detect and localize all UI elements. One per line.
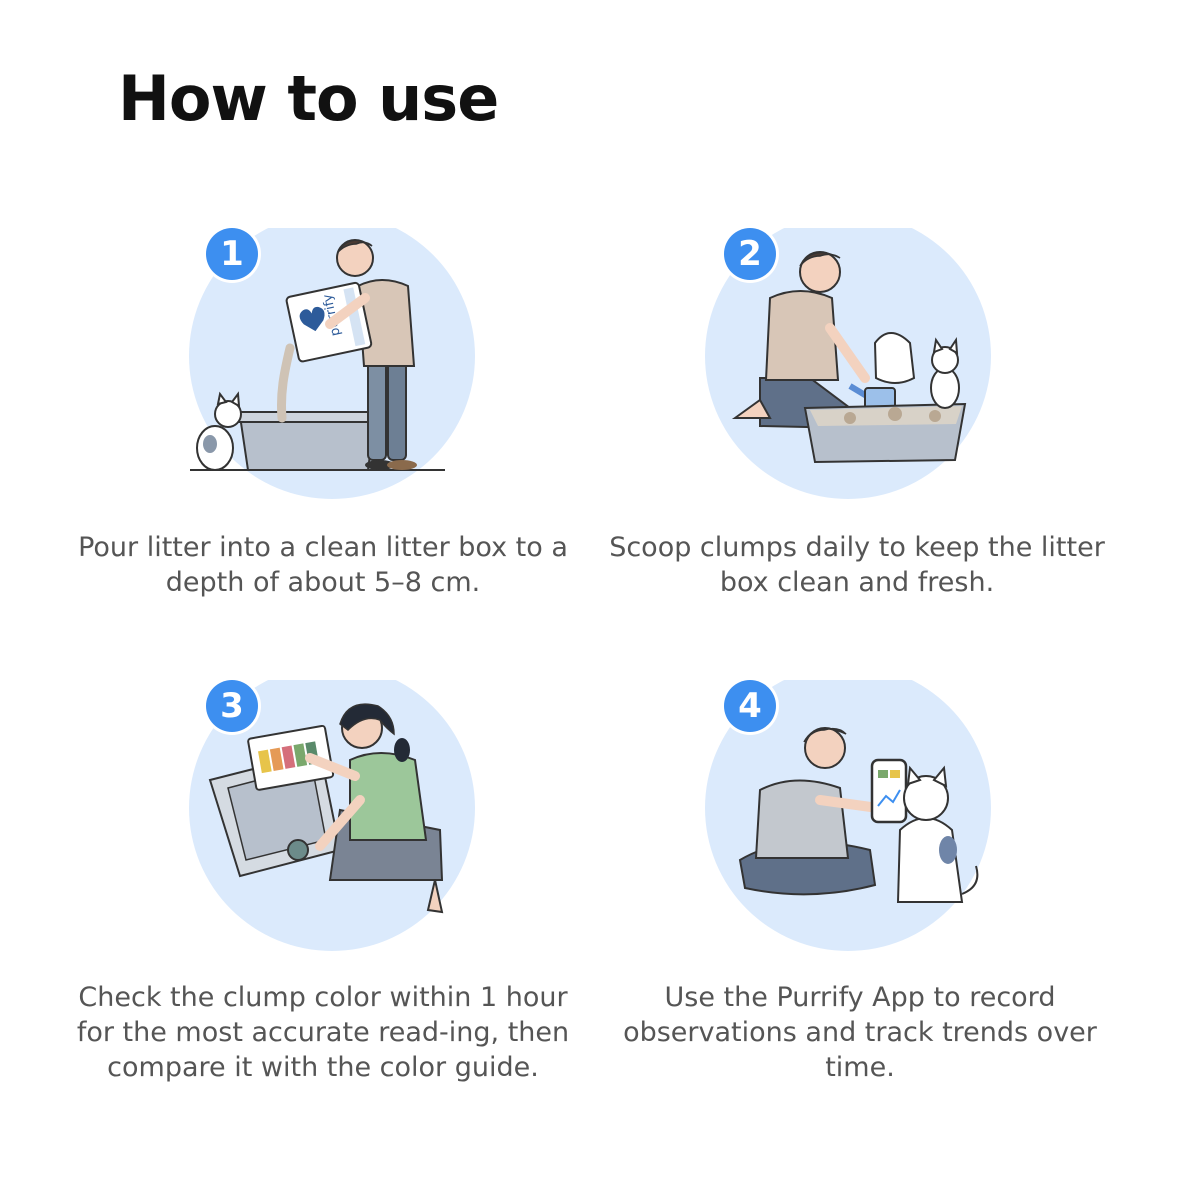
step-2-badge: 2 [724,228,776,280]
step-4-description: Use the Purrify App to record observatio… [623,982,1097,1083]
cat [196,391,242,471]
color-guide-card [247,724,335,791]
step-3-badge: 3 [206,680,258,732]
step-1-description: Pour litter into a clean litter box to a… [78,532,568,598]
step-3-illustration [189,680,475,951]
litter-box [238,415,377,471]
step-3-description: Check the clump color within 1 hour for … [76,982,570,1083]
scoop [287,839,309,861]
page-title: How to use [118,62,499,135]
step-2-description: Scoop clumps daily to keep the litter bo… [609,532,1105,598]
waste-bag [873,332,916,384]
phone [870,758,908,824]
step-1-illustration: purrify [189,228,475,499]
step-4-illustration [705,680,991,951]
step-4-badge: 4 [724,680,776,732]
step-1-badge: 1 [206,228,258,280]
step-2-illustration [705,228,991,499]
cat [896,765,979,903]
cat [930,337,960,409]
